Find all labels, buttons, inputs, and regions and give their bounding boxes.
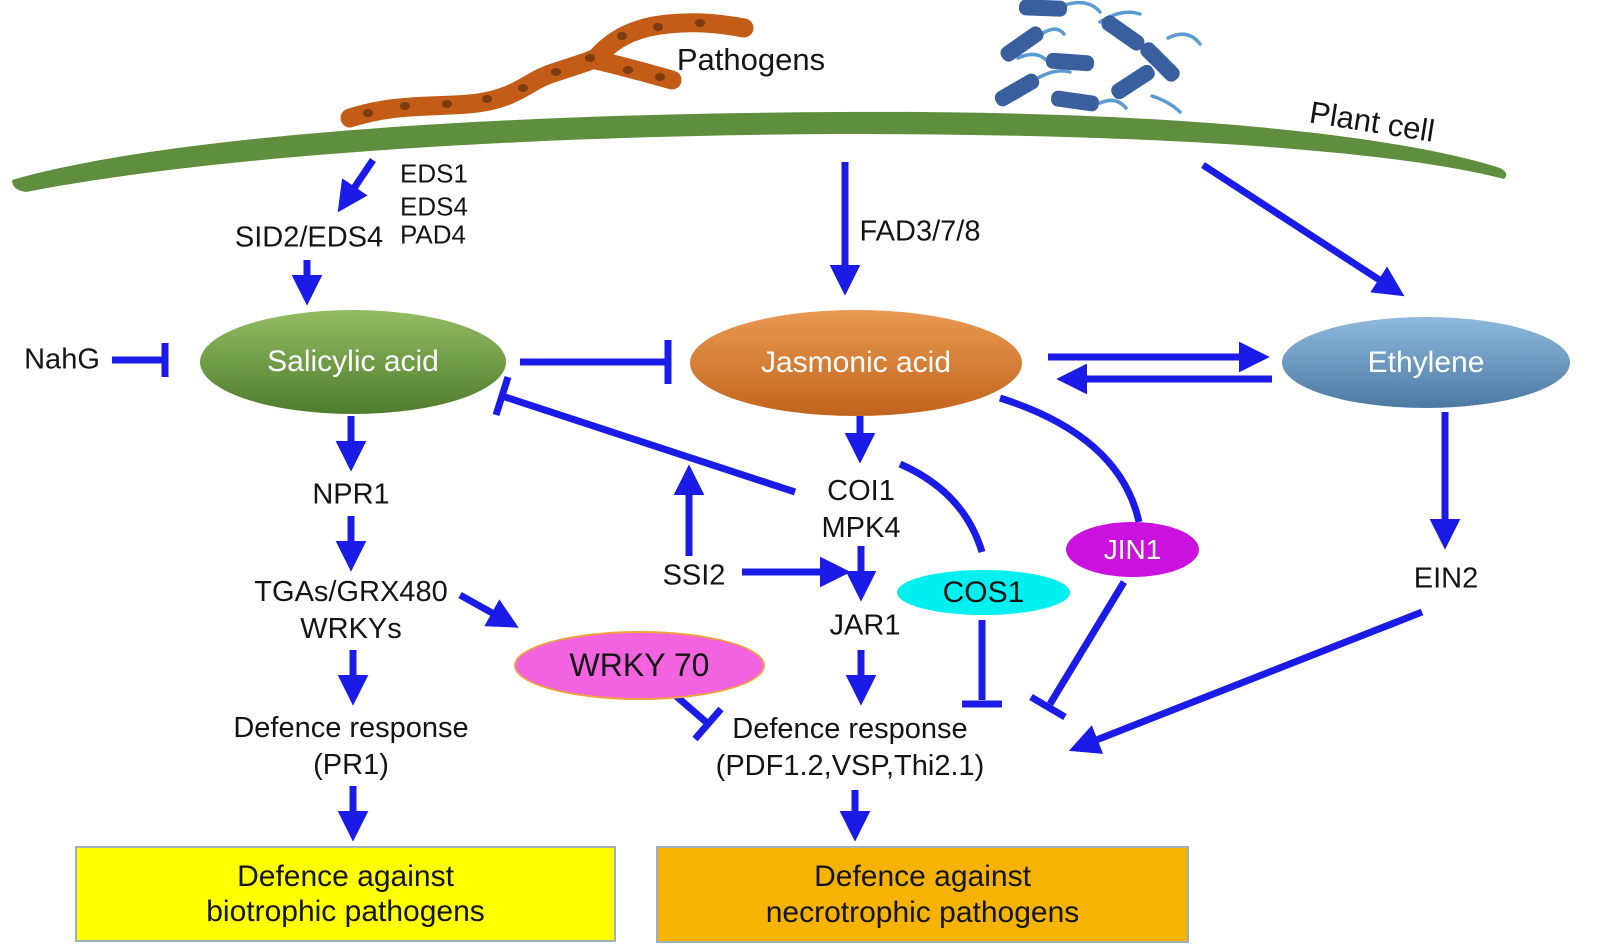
inhibit-jin1-defence [1029, 580, 1127, 721]
coi1-mpk4-label: COI1 MPK4 [822, 473, 901, 547]
ein2-label: EIN2 [1413, 562, 1479, 595]
plant-cell-membrane [12, 111, 1507, 192]
biotrophic-line2: biotrophic pathogens [206, 895, 485, 928]
defence-ja-line1: Defence response [732, 712, 968, 745]
defence-response-sa-label: Defence response (PR1) [233, 710, 468, 784]
pad4-label: PAD4 [400, 219, 466, 250]
defence-sa-line2: (PR1) [313, 749, 389, 781]
inhibit-sa-ja [520, 340, 672, 384]
biotrophic-defence-box: Defence against biotrophic pathogens [75, 846, 616, 942]
inhibit-wrky70-defence [673, 693, 724, 742]
jin1-node: JIN1 [1066, 522, 1199, 577]
mpk4-line: MPK4 [821, 512, 901, 544]
inhibit-cos1-defence [962, 620, 1002, 708]
jin1-text: JIN1 [1103, 533, 1162, 565]
jasmonic-acid-text: Jasmonic acid [760, 346, 952, 379]
jar1-label: JAR1 [829, 609, 901, 642]
wrkys-line: WRKYs [300, 613, 402, 645]
wrky70-text: WRKY 70 [569, 647, 710, 683]
necrotrophic-line2: necrotrophic pathogens [765, 895, 1080, 929]
sid2-eds4-label: SID2/EDS4 [234, 221, 384, 254]
fad378-label: FAD3/7/8 [859, 215, 981, 248]
coi1-line: COI1 [827, 474, 895, 507]
fungal-hypha-icon [340, 13, 754, 128]
ethylene-text: Ethylene [1367, 345, 1485, 379]
arrow-membrane-to-ethylene [1201, 162, 1405, 297]
defence-response-ja-label: Defence response (PDF1.2,VSP,Thi2.1) [716, 711, 985, 785]
biotrophic-line1: Defence against [237, 859, 454, 893]
salicylic-acid-node: Salicylic acid [200, 310, 506, 414]
curve-ja-to-jin1 [998, 394, 1143, 523]
nahg-label: NahG [24, 343, 100, 376]
eds4-label: EDS4 [400, 191, 468, 222]
arrow-ein2-to-defence-ja [1068, 608, 1424, 754]
tgas-line: TGAs/GRX480 [254, 575, 448, 608]
cos1-text: COS1 [942, 575, 1025, 609]
ethylene-node: Ethylene [1282, 317, 1570, 408]
bacteria-icon [994, 0, 1202, 114]
defence-ja-line2: (PDF1.2,VSP,Thi2.1) [715, 750, 985, 782]
necrotrophic-defence-box: Defence against necrotrophic pathogens [656, 846, 1189, 943]
arrow-membrane-to-sid2 [337, 158, 376, 213]
necrotrophic-line1: Defence against [814, 860, 1031, 894]
wrky70-node: WRKY 70 [514, 631, 765, 700]
inhibit-nahg-sa [112, 343, 169, 377]
tgas-wrkys-label: TGAs/GRX480 WRKYs [254, 574, 447, 648]
defence-sa-line1: Defence response [233, 711, 469, 744]
curve-coi1-to-cos1 [898, 460, 986, 554]
hypha-septa-dots [363, 19, 705, 117]
pathogens-label: Pathogens [676, 42, 826, 78]
eds1-label: EDS1 [400, 158, 468, 189]
jasmonic-acid-node: Jasmonic acid [690, 310, 1022, 416]
ssi2-label: SSI2 [662, 559, 726, 592]
inhibit-ja-pathway-sa [492, 375, 797, 496]
cos1-node: COS1 [897, 570, 1070, 615]
npr1-label: NPR1 [312, 478, 390, 511]
arrow-tgas-to-wrky70 [458, 591, 519, 628]
salicylic-acid-text: Salicylic acid [267, 345, 439, 378]
